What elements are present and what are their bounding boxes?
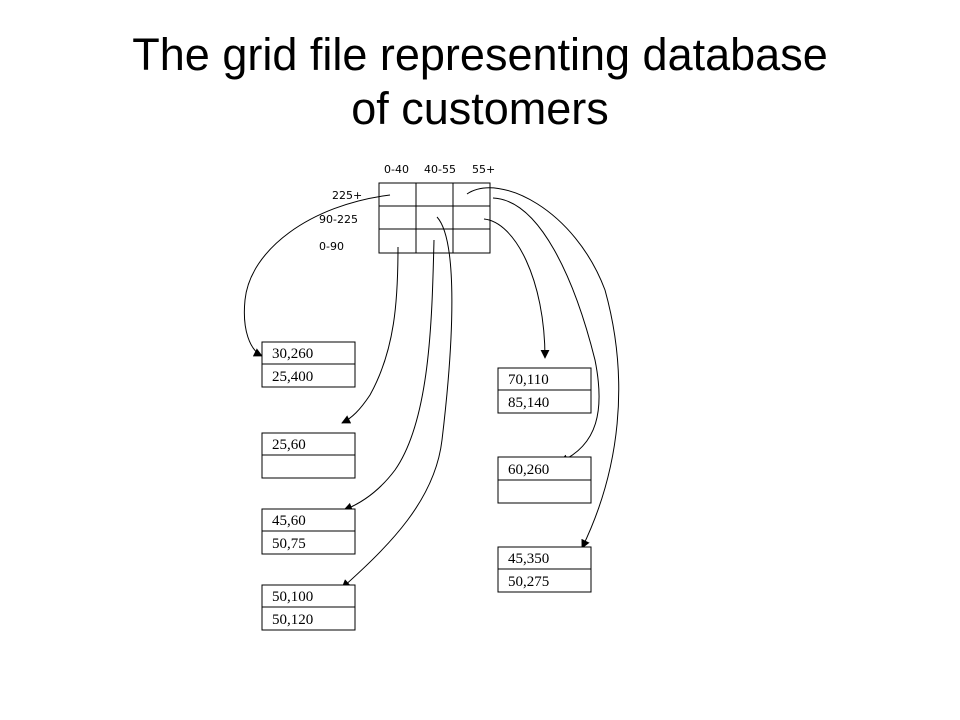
bucket-record: 50,75: [272, 536, 306, 552]
row-label-0-90: 0-90: [319, 240, 344, 253]
bucket: 25,60: [261, 432, 356, 479]
column-label-0-40: 0-40: [384, 163, 409, 176]
pointer-arrow: [341, 246, 399, 424]
slide-title: The grid file representing database of c…: [0, 28, 960, 136]
bucket: 50,100 50,120: [261, 584, 356, 631]
grid-cell: [452, 228, 491, 254]
bucket-record: 30,260: [272, 346, 313, 362]
grid-cell: [378, 205, 417, 230]
grid-row-labels: 225+ 90-225 0-90: [319, 189, 362, 253]
bucket: 45,350 50,275: [497, 546, 592, 593]
bucket-record: 25,400: [272, 369, 313, 385]
grid-cell: [415, 205, 454, 230]
bucket-record: 70,110: [508, 372, 549, 388]
bucket-record: 85,140: [508, 395, 549, 411]
row-label-90-225: 90-225: [319, 213, 358, 226]
bucket-pointers: [243, 187, 620, 589]
grid-cell: [415, 182, 454, 207]
pointer-arrow: [341, 216, 453, 589]
grid-cell: [378, 182, 417, 207]
bucket-record: 50,100: [272, 589, 313, 605]
grid-directory: [378, 182, 491, 254]
grid-column-labels: 0-40 40-55 55+: [384, 163, 495, 176]
bucket-record: 50,120: [272, 612, 313, 628]
bucket: 30,260 25,400: [261, 341, 356, 388]
pointer-arrow: [492, 197, 600, 463]
title-line-1: The grid file representing database: [132, 29, 828, 80]
bucket-record: 45,350: [508, 551, 549, 567]
bucket: 45,60 50,75: [261, 508, 356, 555]
bucket: 70,110 85,140: [497, 367, 592, 414]
pointer-arrow: [466, 187, 620, 549]
grid-cell: [452, 205, 491, 230]
column-label-40-55: 40-55: [424, 163, 456, 176]
pointer-arrow: [243, 194, 391, 357]
pointer-arrow: [343, 239, 435, 512]
bucket-record: 60,260: [508, 462, 549, 478]
title-line-2: of customers: [351, 83, 609, 134]
row-label-225-plus: 225+: [332, 189, 362, 202]
bucket-record: 50,275: [508, 574, 549, 590]
column-label-55-plus: 55+: [472, 163, 495, 176]
bucket-record: 45,60: [272, 513, 306, 529]
grid-cell: [452, 182, 491, 207]
pointer-arrow: [483, 218, 550, 359]
bucket: 60,260: [497, 456, 592, 504]
bucket-record: 25,60: [272, 437, 306, 453]
